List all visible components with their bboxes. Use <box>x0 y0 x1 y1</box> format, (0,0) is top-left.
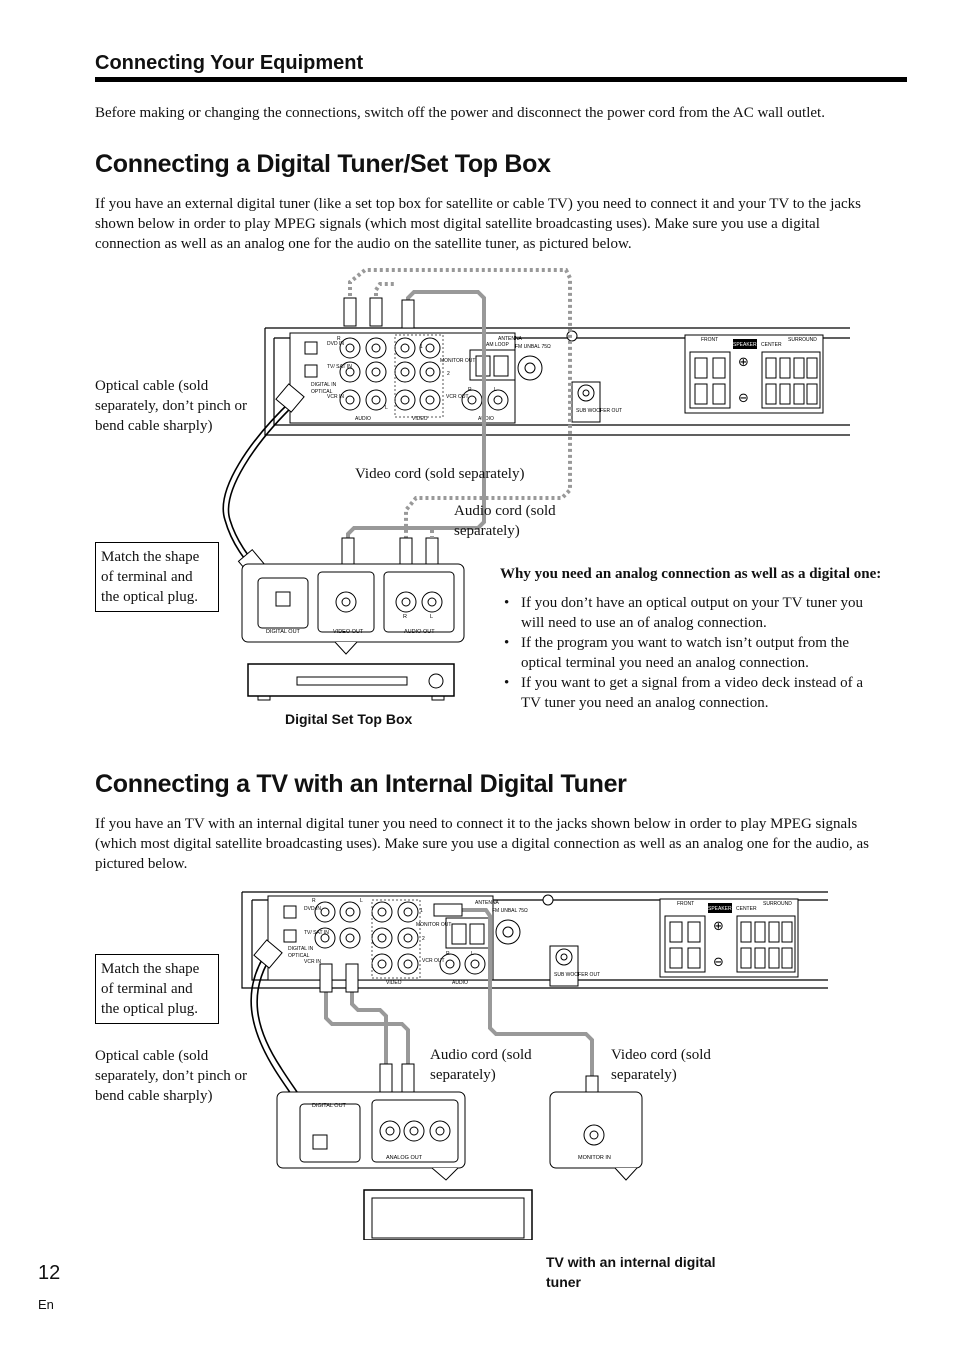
svg-text:TV/ SAT IN: TV/ SAT IN <box>327 364 352 370</box>
why-item: •If the program you want to watch isn’t … <box>504 635 849 671</box>
svg-text:VIDEO OUT: VIDEO OUT <box>333 629 364 635</box>
svg-text:AM LOOP: AM LOOP <box>486 342 509 348</box>
svg-text:DIGITAL IN: DIGITAL IN <box>311 382 337 388</box>
audio-cord-caption-2: Audio cord (sold separately) <box>430 1047 532 1083</box>
svg-text:DVD IN: DVD IN <box>304 906 321 912</box>
svg-text:ANTENNA: ANTENNA <box>498 336 523 342</box>
svg-text:R: R <box>468 387 472 393</box>
svg-text:VIDEO: VIDEO <box>386 980 402 986</box>
tv-title: Connecting a TV with an Internal Digital… <box>95 770 627 798</box>
svg-text:1: 1 <box>420 908 423 914</box>
svg-text:SUB WOOFER OUT: SUB WOOFER OUT <box>554 972 600 978</box>
svg-text:⊕: ⊕ <box>713 918 724 933</box>
svg-text:MONITOR OUT: MONITOR OUT <box>440 358 475 364</box>
why-title: Why you need an analog connection as wel… <box>500 566 882 582</box>
panel-labels: DVD IN TV/ SAT IN DIGITAL IN OPTICAL VCR… <box>288 898 792 986</box>
svg-text:2: 2 <box>422 936 425 942</box>
tv-paragraph: If you have an TV with an internal digit… <box>95 816 869 872</box>
svg-text:ANALOG OUT: ANALOG OUT <box>386 1155 423 1161</box>
audio-cord-dotted <box>348 268 572 545</box>
svg-text:VIDEO: VIDEO <box>412 416 428 422</box>
receiver-back-panel <box>264 327 850 436</box>
optical-cable-caption-2: Optical cable (sold separately, don’t pi… <box>95 1048 248 1104</box>
svg-text:CENTER: CENTER <box>761 342 782 348</box>
page-number: 12 <box>38 1262 61 1284</box>
tv-diagram: DVD IN TV/ SAT IN DIGITAL IN OPTICAL VCR… <box>241 891 828 1240</box>
svg-text:1: 1 <box>420 344 423 350</box>
video-cord <box>450 908 594 1080</box>
svg-text:CENTER: CENTER <box>736 906 757 912</box>
set-top-box-back: DIGITAL OUT VIDEO OUT AUDIO OUT R L <box>241 563 465 655</box>
video-cord-caption-1: Video cord (sold separately) <box>355 466 525 482</box>
svg-text:FM UNBAL 75Ω: FM UNBAL 75Ω <box>492 908 528 914</box>
svg-text:MONITOR OUT: MONITOR OUT <box>416 922 451 928</box>
svg-text:L: L <box>494 387 497 393</box>
tv-front <box>363 1189 533 1240</box>
svg-text:⊖: ⊖ <box>713 954 724 969</box>
svg-text:SUB WOOFER OUT: SUB WOOFER OUT <box>576 408 622 414</box>
svg-text:DVD IN: DVD IN <box>327 341 344 347</box>
set-top-device-label: Digital Set Top Box <box>285 711 413 727</box>
optical-cable-caption-1: Optical cable (sold separately, don’t pi… <box>95 378 248 434</box>
svg-text:VCR OUT: VCR OUT <box>446 394 469 400</box>
svg-text:AUDIO: AUDIO <box>355 416 371 422</box>
match-shape-callout-2: Match the shape of terminal and the opti… <box>95 954 219 1024</box>
svg-text:FRONT: FRONT <box>677 901 694 907</box>
video-cord <box>346 290 486 545</box>
tv-back-panel: DIGITAL OUT ANALOG OUT MONITOR IN <box>276 1091 643 1181</box>
svg-text:FRONT: FRONT <box>701 337 718 343</box>
section-title: Connecting Your Equipment <box>95 52 364 74</box>
why-item: •If you want to get a signal from a vide… <box>504 675 863 711</box>
set-top-title: Connecting a Digital Tuner/Set Top Box <box>95 150 551 178</box>
svg-text:SURROUND: SURROUND <box>763 901 792 907</box>
svg-text:TV/ SAT IN: TV/ SAT IN <box>304 930 329 936</box>
svg-text:DIGITAL OUT: DIGITAL OUT <box>266 629 301 635</box>
svg-text:L: L <box>360 898 363 904</box>
svg-text:⊕: ⊕ <box>738 354 749 369</box>
set-top-box-front <box>247 663 455 701</box>
svg-text:VCR OUT: VCR OUT <box>422 958 445 964</box>
svg-text:OPTICAL: OPTICAL <box>311 389 333 395</box>
svg-text:R: R <box>337 336 341 342</box>
page-language: En <box>38 1297 54 1312</box>
svg-text:⊖: ⊖ <box>738 390 749 405</box>
svg-text:SURROUND: SURROUND <box>788 337 817 343</box>
intro-paragraph: Before making or changing the connection… <box>95 105 825 121</box>
audio-cord <box>324 984 410 1068</box>
svg-text:VCR IN: VCR IN <box>327 394 344 400</box>
tv-device-label: TV with an internal digital tuner <box>546 1254 716 1290</box>
svg-text:AUDIO: AUDIO <box>452 980 468 986</box>
set-top-paragraph: If you have an external digital tuner (l… <box>95 196 862 252</box>
svg-text:2: 2 <box>447 371 450 377</box>
svg-text:SPEAKERS: SPEAKERS <box>708 906 736 912</box>
set-top-diagram: DVD IN TV/ SAT IN DIGITAL IN OPTICAL VCR… <box>222 268 850 701</box>
svg-text:DIGITAL IN: DIGITAL IN <box>288 946 314 952</box>
why-item: •If you don’t have an optical output on … <box>504 595 864 631</box>
section-rule <box>95 77 907 82</box>
svg-text:L: L <box>385 405 388 411</box>
svg-text:R: R <box>403 614 407 620</box>
svg-text:ANTENNA: ANTENNA <box>475 900 500 906</box>
svg-text:DIGITAL OUT: DIGITAL OUT <box>312 1103 347 1109</box>
svg-text:VCR IN: VCR IN <box>304 959 321 965</box>
svg-text:R: R <box>312 898 316 904</box>
svg-text:L: L <box>471 951 474 957</box>
svg-text:SPEAKERS: SPEAKERS <box>733 342 761 348</box>
svg-text:R: R <box>446 951 450 957</box>
why-section: Why you need an analog connection as wel… <box>500 564 885 713</box>
svg-text:FM UNBAL 75Ω: FM UNBAL 75Ω <box>515 344 551 350</box>
svg-text:MONITOR IN: MONITOR IN <box>578 1155 611 1161</box>
panel-labels: DVD IN TV/ SAT IN DIGITAL IN OPTICAL VCR… <box>311 336 817 422</box>
audio-cord-caption-1: Audio cord (sold separately) <box>454 503 556 539</box>
svg-text:OPTICAL: OPTICAL <box>288 953 310 959</box>
svg-text:L: L <box>430 614 433 620</box>
svg-text:AUDIO OUT: AUDIO OUT <box>404 629 435 635</box>
match-shape-callout-1: Match the shape of terminal and the opti… <box>95 542 219 612</box>
video-cord-caption-2: Video cord (sold separately) <box>611 1047 711 1083</box>
